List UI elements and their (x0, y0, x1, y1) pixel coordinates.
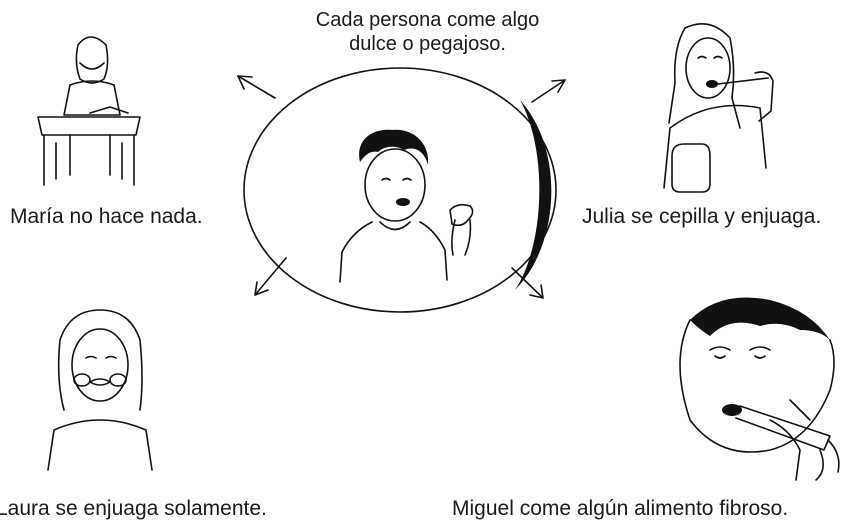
maria-illustration (37, 36, 141, 186)
diagram-title: Cada persona come algo dulce o pegajoso. (0, 8, 855, 56)
boy-eating-candy-illustration (339, 129, 474, 283)
miguel-illustration (679, 297, 840, 481)
title-line-2: dulce o pegajoso. (349, 33, 506, 55)
arrow-to-julia (531, 79, 566, 103)
center-circle (243, 67, 557, 313)
arrow-to-miguel (511, 267, 544, 299)
julia-illustration (663, 22, 774, 193)
miguel-caption: Miguel come algún alimento fibroso. (452, 497, 789, 520)
arrow-to-laura (254, 257, 287, 296)
julia-caption: Julia se cepilla y enjuaga. (582, 205, 822, 228)
arrow-to-maria (237, 75, 276, 99)
title-line-1: Cada persona come algo (315, 9, 540, 31)
maria-caption: María no hace nada. (10, 205, 203, 228)
laura-caption: Laura se enjuaga solamente. (0, 497, 267, 520)
laura-illustration (47, 309, 153, 471)
